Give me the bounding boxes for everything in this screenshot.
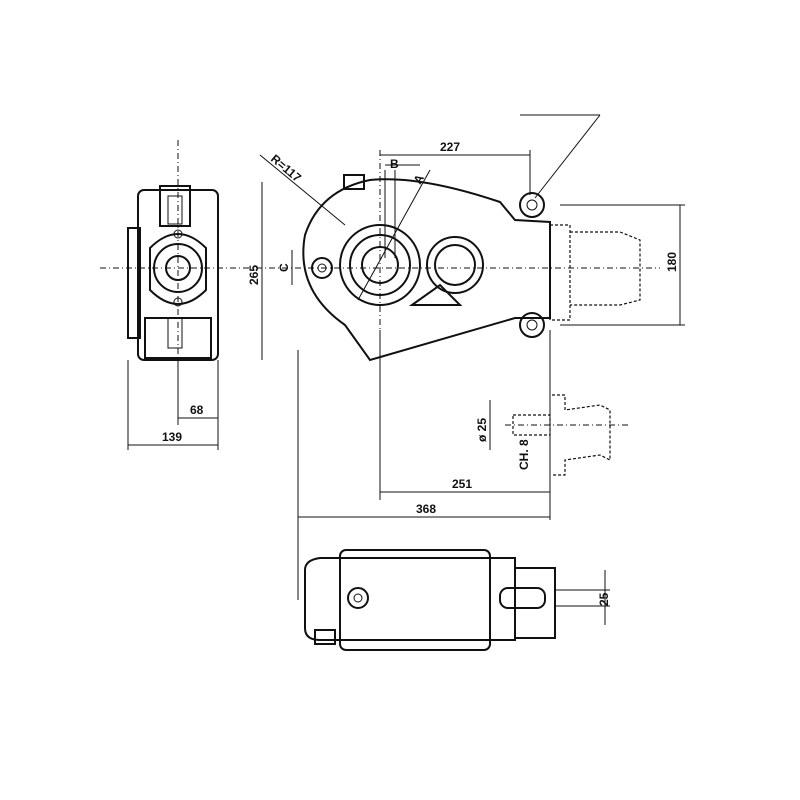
- dim-dia25: ø 25: [475, 418, 489, 442]
- b-label: B: [390, 157, 399, 171]
- top-view: [304, 549, 610, 651]
- radius-label: R=117: [268, 152, 304, 185]
- dim-227: 227: [440, 140, 460, 154]
- dim-ch8: CH. 8: [517, 439, 531, 470]
- dim-265: 265: [247, 265, 261, 285]
- c-label: C: [277, 263, 291, 272]
- side-view: [100, 140, 240, 450]
- a-label: A: [410, 172, 427, 187]
- shaft-detail: [489, 380, 630, 490]
- dim-180: 180: [665, 252, 679, 272]
- dim-139: 139: [162, 430, 182, 444]
- dim-25: 25: [597, 592, 611, 606]
- dim-251: 251: [452, 477, 472, 491]
- dim-68: 68: [190, 403, 204, 417]
- dim-368: 368: [416, 502, 436, 516]
